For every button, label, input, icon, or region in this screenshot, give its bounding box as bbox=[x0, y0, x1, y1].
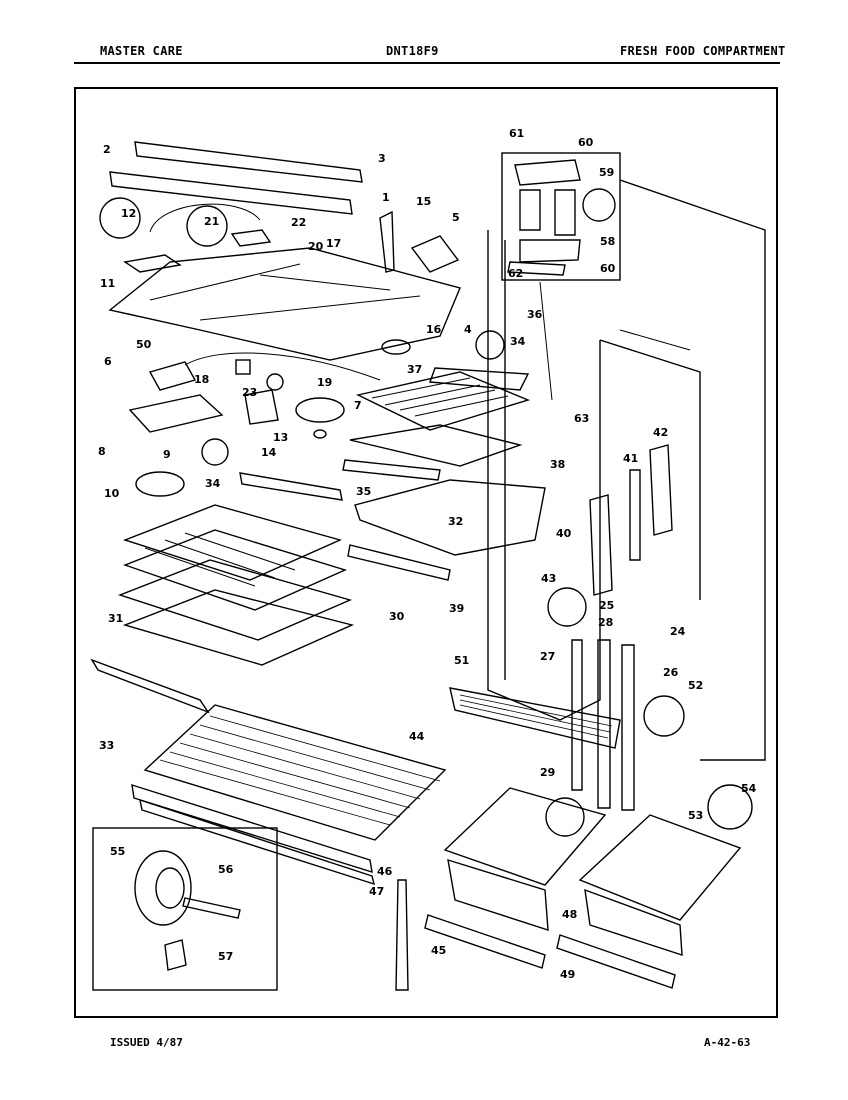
inset-wheel-parts bbox=[92, 827, 278, 991]
callout-33: 33 bbox=[99, 739, 114, 752]
callout-5: 5 bbox=[452, 211, 460, 224]
callout-29: 29 bbox=[540, 766, 555, 779]
callout-63: 63 bbox=[574, 412, 589, 425]
crisper-cover bbox=[131, 704, 447, 886]
callout-22: 22 bbox=[291, 216, 306, 229]
callout-9: 9 bbox=[163, 448, 171, 461]
callout-52: 52 bbox=[688, 679, 703, 692]
header-section-title: FRESH FOOD COMPARTMENT bbox=[620, 44, 786, 58]
callout-58: 58 bbox=[600, 235, 615, 248]
header-model-number: DNT18F9 bbox=[386, 44, 439, 58]
callout-57: 57 bbox=[218, 950, 233, 963]
callout-43: 43 bbox=[541, 572, 556, 585]
callout-2: 2 bbox=[103, 143, 111, 156]
callout-13: 13 bbox=[273, 431, 288, 444]
callout-45: 45 bbox=[431, 944, 446, 957]
callout-19: 19 bbox=[317, 376, 332, 389]
callout-60-top: 60 bbox=[578, 136, 594, 149]
light-housing-assembly bbox=[99, 141, 461, 361]
callout-56: 56 bbox=[218, 863, 234, 876]
callout-7: 7 bbox=[354, 399, 362, 412]
callout-1: 1 bbox=[382, 191, 390, 204]
callout-14: 14 bbox=[261, 446, 277, 459]
callout-21: 21 bbox=[204, 215, 219, 228]
callout-10: 10 bbox=[104, 487, 120, 500]
callout-20: 20 bbox=[308, 240, 324, 253]
cabinet-liner bbox=[449, 179, 766, 761]
callout-labels: 2 3 1 15 5 12 21 22 20 17 11 4 16 50 6 1… bbox=[98, 127, 757, 981]
callout-18: 18 bbox=[194, 373, 209, 386]
diagram-frame bbox=[74, 87, 778, 1018]
header-brand: MASTER CARE bbox=[100, 44, 183, 58]
shelf-stack bbox=[90, 472, 355, 714]
callout-60-bottom: 60 bbox=[600, 262, 616, 275]
callout-17: 17 bbox=[326, 237, 341, 250]
callout-26: 26 bbox=[663, 666, 679, 679]
footer-diagram-code: A-42-63 bbox=[704, 1036, 751, 1049]
callout-32: 32 bbox=[448, 515, 463, 528]
shelf-ladders bbox=[545, 444, 685, 837]
callout-38: 38 bbox=[550, 458, 565, 471]
detail-box-shelf-brackets bbox=[475, 152, 753, 830]
callout-34-right: 34 bbox=[510, 335, 526, 348]
callout-28: 28 bbox=[598, 616, 613, 629]
callout-15: 15 bbox=[416, 195, 431, 208]
callout-3: 3 bbox=[378, 152, 386, 165]
callout-4: 4 bbox=[464, 323, 472, 336]
callout-16: 16 bbox=[426, 323, 442, 336]
callout-12: 12 bbox=[121, 207, 136, 220]
callout-30: 30 bbox=[389, 610, 405, 623]
footer-issued-date: ISSUED 4/87 bbox=[110, 1036, 183, 1049]
control-parts bbox=[128, 352, 381, 497]
callout-44: 44 bbox=[409, 730, 425, 743]
callout-59: 59 bbox=[599, 166, 614, 179]
callout-31: 31 bbox=[108, 612, 123, 625]
callout-48: 48 bbox=[562, 908, 577, 921]
callout-49: 49 bbox=[560, 968, 575, 981]
callout-35: 35 bbox=[356, 485, 371, 498]
callout-11: 11 bbox=[100, 277, 115, 290]
callout-51: 51 bbox=[454, 654, 469, 667]
callout-8: 8 bbox=[98, 445, 106, 458]
callout-37: 37 bbox=[407, 363, 422, 376]
callout-27: 27 bbox=[540, 650, 555, 663]
callout-46: 46 bbox=[377, 865, 393, 878]
callout-40: 40 bbox=[556, 527, 572, 540]
callout-61: 61 bbox=[509, 127, 524, 140]
callout-41: 41 bbox=[623, 452, 638, 465]
callout-53: 53 bbox=[688, 809, 703, 822]
center-drawer-assembly bbox=[342, 367, 546, 581]
callout-6: 6 bbox=[104, 355, 112, 368]
callout-62: 62 bbox=[508, 267, 523, 280]
callout-34-left: 34 bbox=[205, 477, 221, 490]
callout-24: 24 bbox=[670, 625, 686, 638]
callout-36: 36 bbox=[527, 308, 543, 321]
callout-23: 23 bbox=[242, 386, 257, 399]
callout-54: 54 bbox=[741, 782, 757, 795]
header-rule bbox=[74, 62, 780, 64]
callout-39: 39 bbox=[449, 602, 464, 615]
callout-47: 47 bbox=[369, 885, 384, 898]
callout-25: 25 bbox=[599, 599, 614, 612]
callout-50: 50 bbox=[136, 338, 152, 351]
crisper-drawers bbox=[395, 787, 742, 991]
callout-55: 55 bbox=[110, 845, 125, 858]
callout-42: 42 bbox=[653, 426, 668, 439]
